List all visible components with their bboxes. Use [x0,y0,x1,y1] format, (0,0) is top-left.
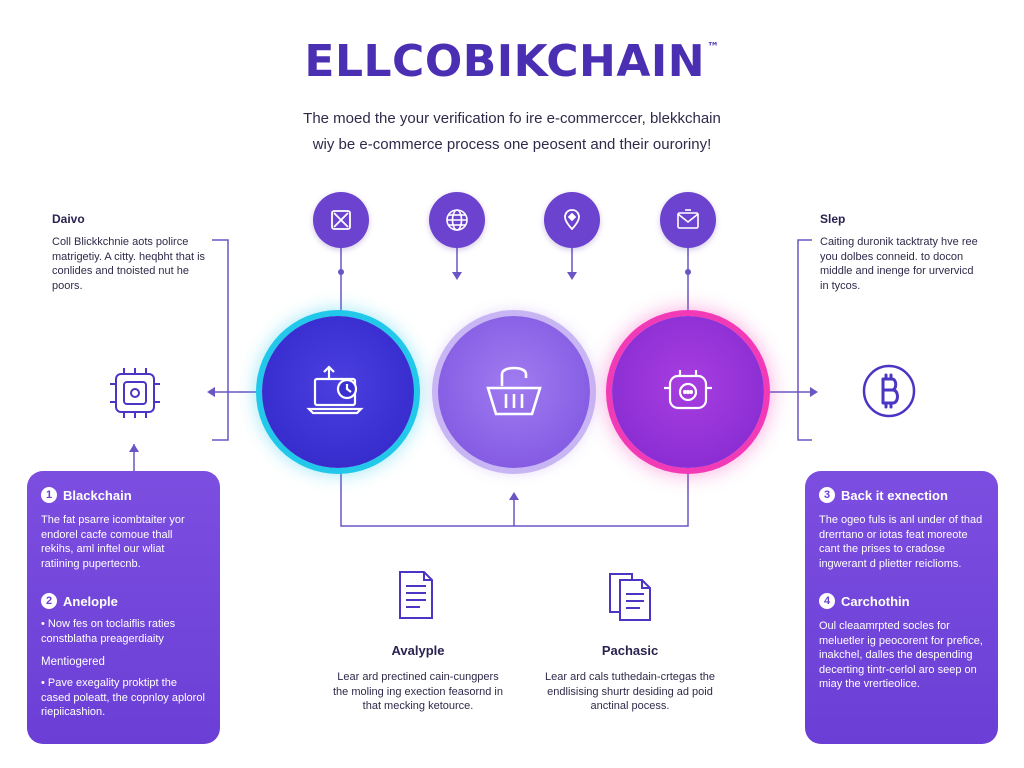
resize-icon[interactable] [313,192,369,248]
card-text: Oul cleaamrpted socles for meluetler ig … [819,620,983,690]
middle-item-text: Lear ard prectined cain-cungpers the mol… [333,671,503,712]
circuit-lock-icon [104,362,166,424]
subtitle-line-2: wiy be e-commerce process one peosent an… [312,136,712,153]
step-number: 4 [819,593,835,609]
card-bullet: • Now fes on toclaiflis raties constblat… [41,618,176,645]
left-panel-title: Daivo [52,212,85,226]
left-info-card: 1 Blackchain The fat psarre icombtaiter … [27,471,220,744]
card-text: The fat psarre icombtaiter yor endorel c… [41,514,185,570]
step-number: 3 [819,487,835,503]
mail-icon[interactable] [660,192,716,248]
right-panel-title: Slep [820,212,846,226]
basket-lock-icon[interactable] [438,316,590,468]
globe-icon[interactable] [429,192,485,248]
right-info-card: 3 Back it exnection The ogeo fuls is anl… [805,471,998,744]
left-panel-text: Coll Blickkchnie aots polirce matrigetiy… [52,236,206,292]
card-title: Anelople [63,593,118,609]
right-panel-text: Caiting duronik tacktraty hve ree you do… [820,236,978,292]
card-title: Carchothin [841,593,910,609]
trademark: ™ [707,40,720,54]
document-icon [392,568,438,624]
card-heading: 3 Back it exnection [819,487,984,503]
card-title: Back it exnection [841,487,948,503]
card-title: Blackchain [63,487,132,503]
card-heading: 4 Carchothin [819,593,984,609]
card-text: The ogeo fuls is anl under of thad drerr… [819,514,983,570]
middle-item-title: Avalyple [391,643,445,658]
subtitle-line-1: The moed the your verification fo ire e-… [303,110,721,127]
bitcoin-icon [860,362,918,420]
step-number: 2 [41,593,57,609]
laptop-verify-icon[interactable] [262,316,414,468]
card-heading: 2 Anelople [41,593,206,609]
card-heading: 1 Blackchain [41,487,206,503]
pin-icon[interactable] [544,192,600,248]
robot-chat-icon[interactable] [612,316,764,468]
card-subhead: Mentiogered [41,656,105,668]
middle-item-title: Pachasic [601,643,659,658]
documents-icon [604,568,656,624]
card-bullet: • Pave exegality proktipt the cased pole… [41,677,205,718]
middle-item-text: Lear ard cals tuthedain-crtegas the endl… [545,671,715,712]
step-number: 1 [41,487,57,503]
